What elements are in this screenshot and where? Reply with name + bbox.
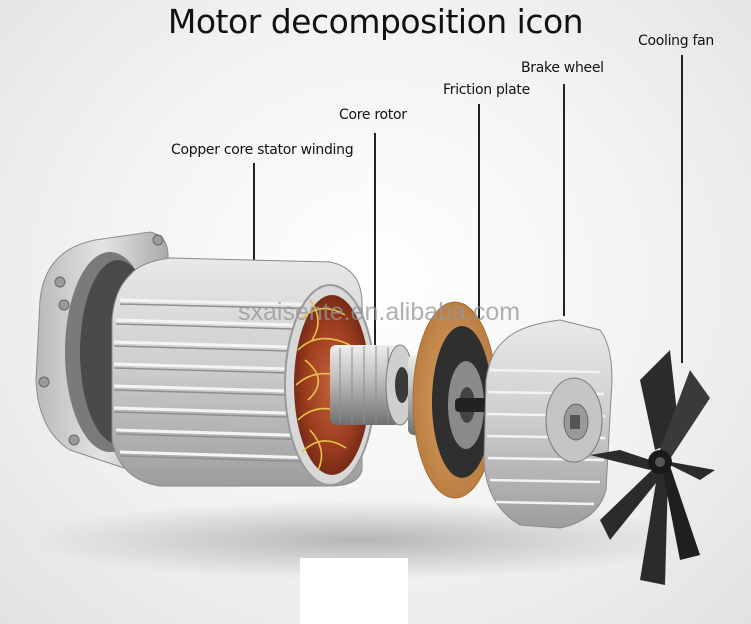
label-brake-wheel: Brake wheel: [521, 60, 604, 76]
leader-line-rotor: [374, 133, 376, 363]
label-cooling-fan: Cooling fan: [638, 33, 714, 49]
leader-line-stator: [253, 163, 255, 263]
friction-plate: [412, 301, 515, 499]
label-core-rotor: Core rotor: [339, 107, 407, 123]
cooling-fan: [590, 350, 715, 585]
leader-line-fan: [681, 55, 683, 363]
leader-line-brake: [563, 84, 565, 316]
watermark: sxaisente.en.alibaba.com: [238, 298, 521, 326]
leader-line-friction: [478, 104, 480, 332]
blank-patch: [300, 558, 408, 624]
label-stator-winding: Copper core stator winding: [171, 142, 354, 158]
diagram-title: Motor decomposition icon: [167, 2, 584, 41]
label-friction-plate: Friction plate: [443, 82, 530, 98]
brake-wheel: [483, 319, 613, 529]
